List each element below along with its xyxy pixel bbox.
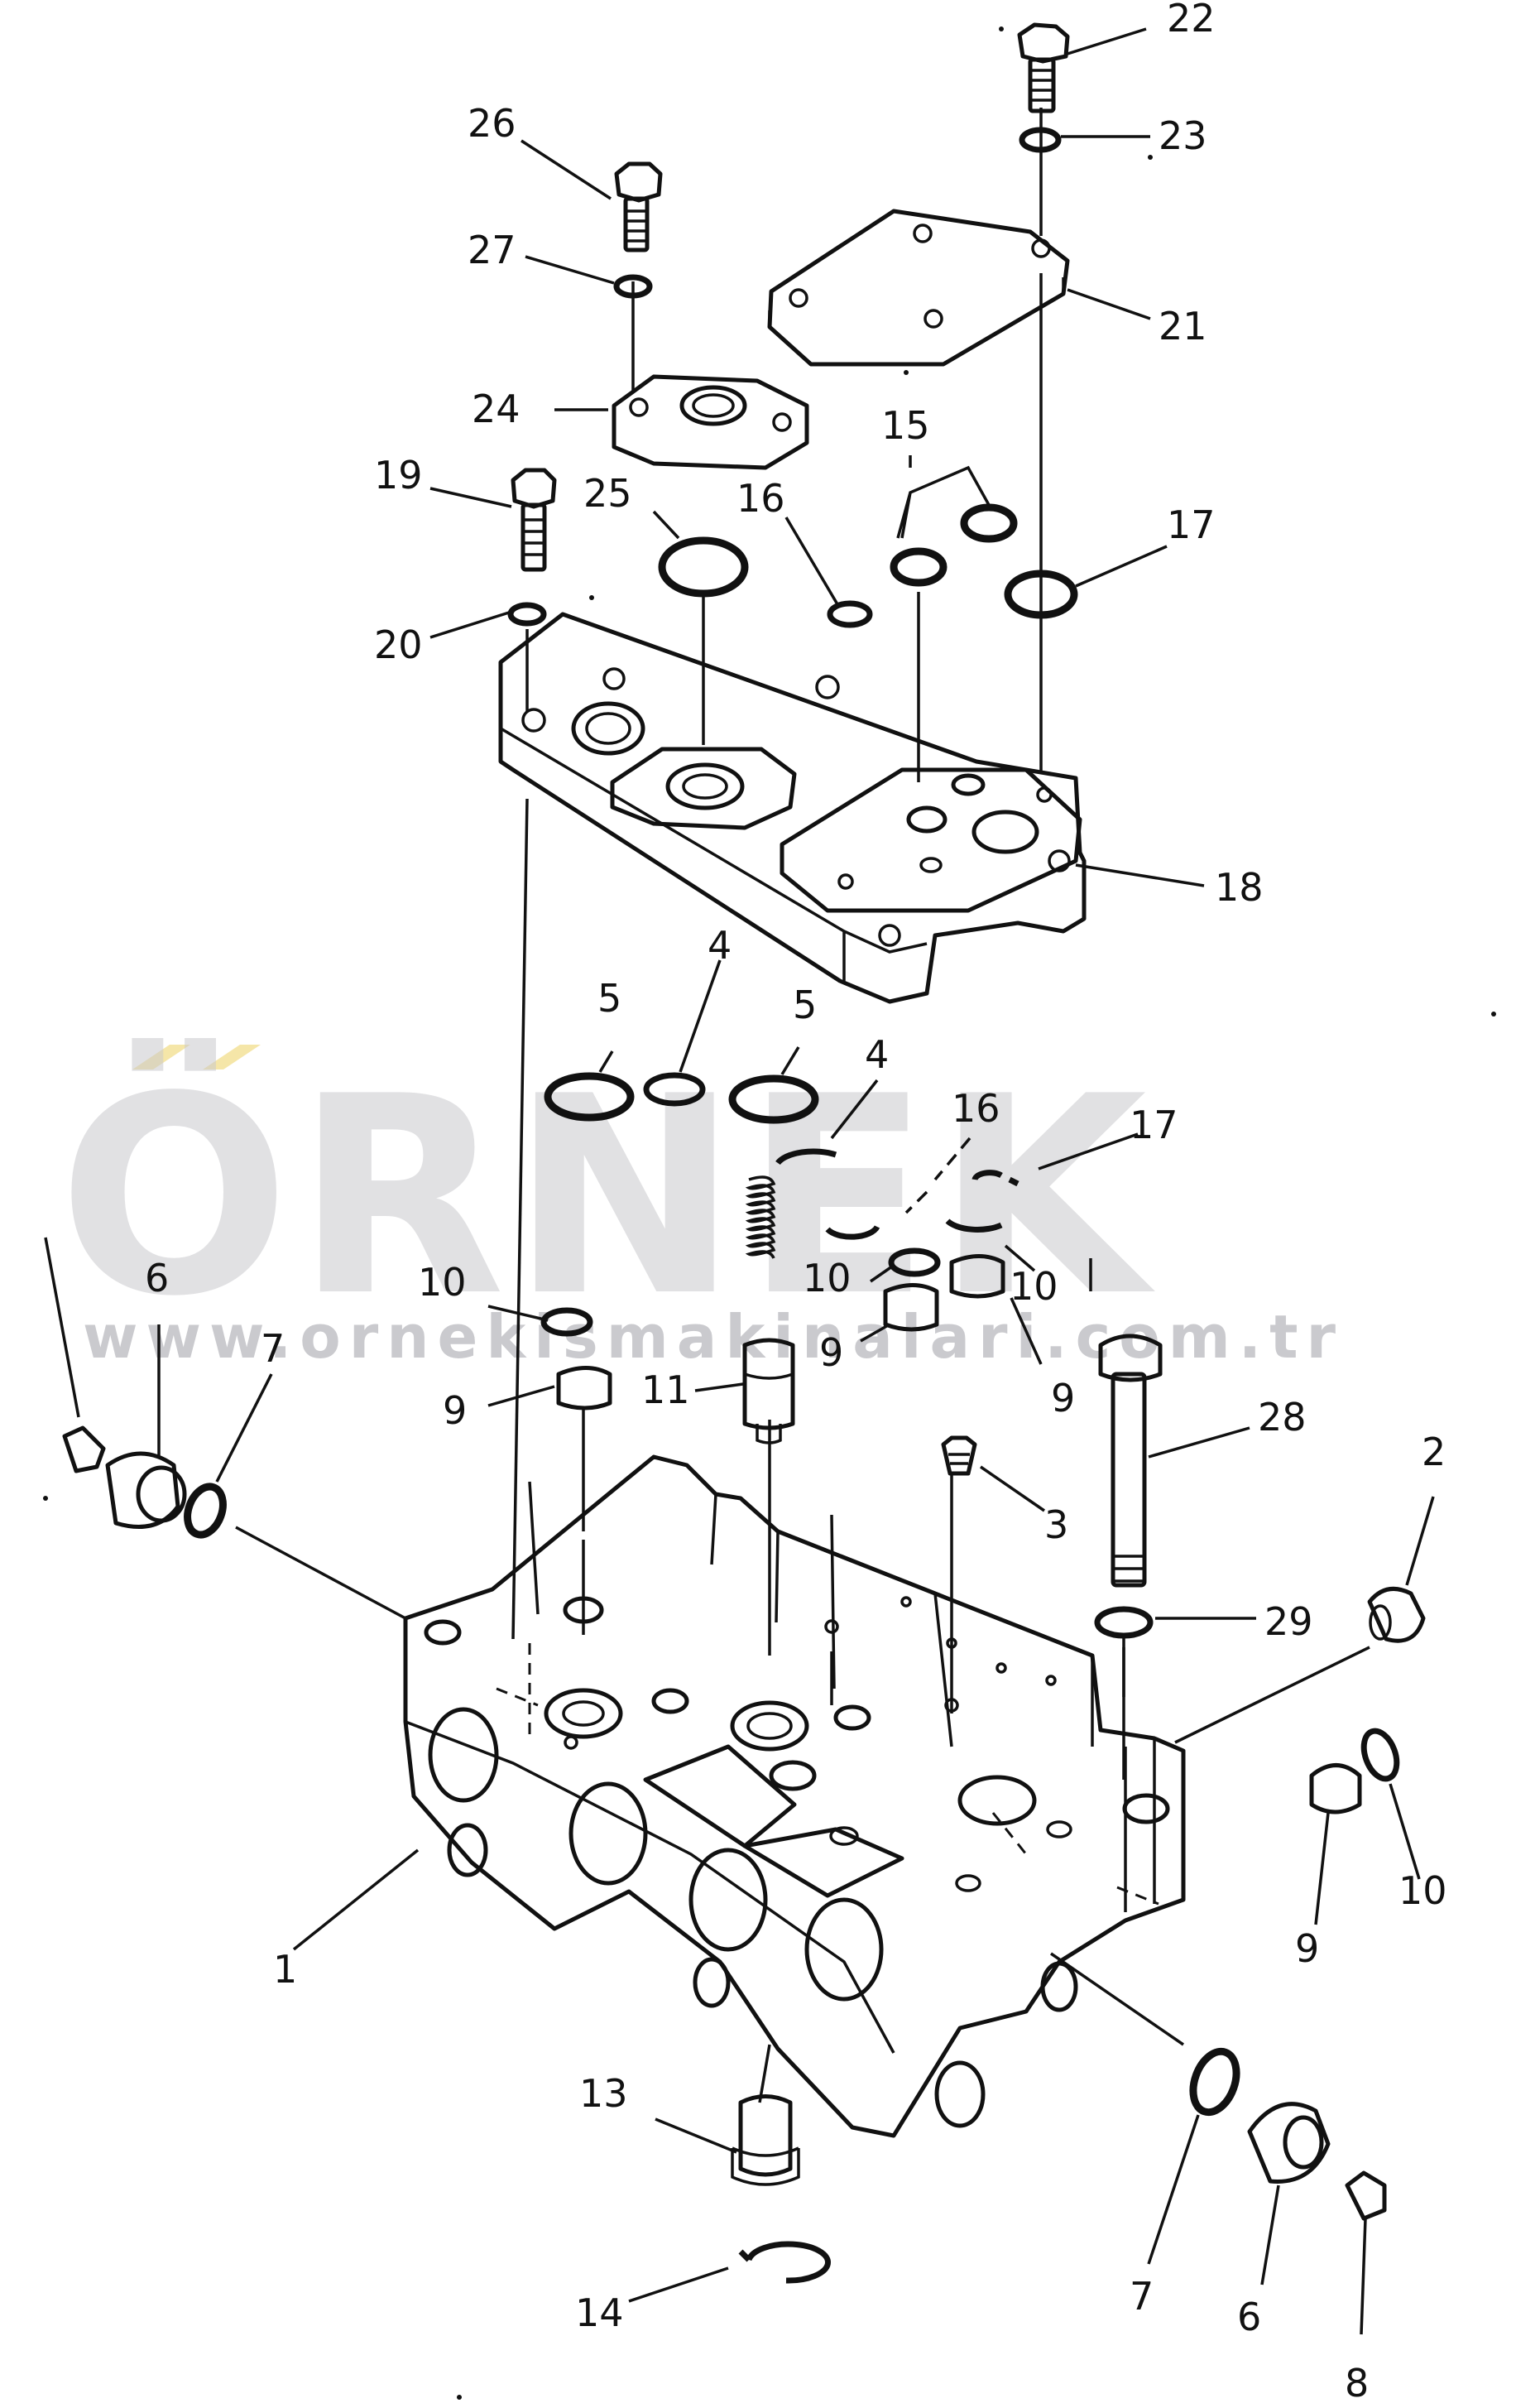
part-18-upper-housing — [498, 612, 1087, 1004]
part-26-bolt — [614, 161, 663, 252]
watermark-accent-right — [203, 1045, 261, 1069]
part-24-flange — [612, 374, 809, 470]
part-4-o-ring-a — [643, 1072, 706, 1107]
callout-10c: 10 — [1010, 1264, 1058, 1309]
part-22-bolt — [1017, 22, 1070, 113]
part-10-o-ring-right — [945, 1218, 1003, 1233]
callout-3: 3 — [1044, 1502, 1068, 1547]
callout-labels: 22 23 21 26 27 24 19 25 16 15 17 20 18 5… — [145, 0, 1447, 2406]
part-9-plug-b — [949, 1254, 1005, 1299]
callout-9b: 9 — [1051, 1376, 1075, 1420]
callout-28: 28 — [1258, 1395, 1307, 1440]
callout-22: 22 — [1167, 0, 1216, 41]
part-29-washer — [1094, 1606, 1154, 1639]
callout-17a: 17 — [1167, 502, 1216, 547]
part-3-set-screw — [941, 1435, 977, 1476]
part-6-plug-left — [105, 1451, 187, 1529]
callout-6b: 6 — [1237, 2295, 1261, 2339]
callout-25: 25 — [583, 471, 632, 516]
callout-7a: 7 — [261, 1326, 285, 1371]
part-16-o-ring-b — [825, 1225, 880, 1240]
callout-16a: 16 — [736, 476, 785, 521]
callout-21: 21 — [1159, 304, 1207, 348]
part-7-o-ring-right — [1189, 2047, 1240, 2117]
part-16-o-ring — [827, 600, 873, 628]
callout-29: 29 — [1264, 1599, 1313, 1644]
callout-5a: 5 — [597, 976, 621, 1021]
callout-leaders — [44, 27, 1435, 2335]
callout-9d: 9 — [1295, 1926, 1319, 1971]
part-20-washer — [507, 602, 547, 627]
callout-10a: 10 — [418, 1260, 467, 1305]
part-17-o-ring — [1004, 570, 1078, 619]
callout-10d: 10 — [1398, 1868, 1447, 1913]
part-9-plug-left — [556, 1366, 612, 1411]
callout-8: 8 — [1345, 2361, 1369, 2406]
part-13-valve — [731, 2094, 800, 2186]
callout-7b: 7 — [1130, 2274, 1154, 2319]
part-10-o-ring-left — [540, 1307, 593, 1337]
part-12-spring — [745, 1175, 776, 1259]
callout-20: 20 — [374, 622, 423, 667]
callout-14: 14 — [575, 2290, 624, 2335]
part-5-o-ring-a — [544, 1072, 635, 1122]
part-17-o-ring-b — [971, 1170, 1019, 1187]
callout-26: 26 — [468, 101, 516, 146]
part-10-o-ring-side — [1360, 1728, 1400, 1782]
part-2-plug — [1367, 1586, 1426, 1643]
part-10-o-ring-mid — [888, 1247, 941, 1277]
part-15-o-ring-b — [960, 503, 1018, 543]
watermark-accent-left — [132, 1045, 190, 1069]
part-8-set-screw-right — [1345, 2170, 1387, 2221]
part-5-o-ring-b — [728, 1074, 819, 1124]
callout-10b: 10 — [803, 1256, 852, 1300]
part-8-set-screw-left — [62, 1425, 106, 1473]
part-21-cover-plate — [767, 209, 1070, 367]
callout-23: 23 — [1159, 113, 1207, 158]
callout-11: 11 — [641, 1367, 690, 1412]
part-14-snap-ring — [738, 2241, 832, 2284]
callout-4b: 4 — [865, 1032, 889, 1077]
part-9-plug-right — [1309, 1763, 1362, 1814]
part-27-washer — [613, 274, 653, 299]
callout-27: 27 — [468, 228, 516, 272]
callout-16b: 16 — [952, 1086, 1000, 1131]
callout-1: 1 — [273, 1947, 297, 1992]
callout-6a: 6 — [145, 1256, 169, 1300]
callout-4a: 4 — [708, 923, 732, 968]
part-7-o-ring-left — [184, 1483, 227, 1539]
callout-9a: 9 — [819, 1330, 843, 1375]
watermark-brand: ÖRNEK — [58, 1036, 1157, 1356]
part-23-washer — [1019, 127, 1062, 153]
part-1-main-body — [403, 1454, 1186, 2138]
part-11-valve — [742, 1338, 795, 1444]
stray-dots — [43, 26, 1496, 2400]
part-15-o-ring-a — [890, 547, 948, 587]
callout-19: 19 — [374, 453, 423, 497]
part-9-plug-a — [883, 1283, 939, 1332]
part-6-plug-right — [1247, 2102, 1331, 2184]
part-25-o-ring — [658, 536, 749, 598]
part-4-o-ring-b — [775, 1148, 837, 1166]
callout-18: 18 — [1215, 865, 1264, 910]
part-19-bolt — [511, 468, 557, 572]
callout-24: 24 — [472, 387, 521, 431]
callout-15: 15 — [881, 403, 930, 448]
callout-17b: 17 — [1130, 1103, 1178, 1147]
callout-5b: 5 — [793, 983, 817, 1027]
callout-13: 13 — [579, 2071, 628, 2116]
callout-2: 2 — [1422, 1430, 1446, 1474]
callout-9c: 9 — [443, 1388, 467, 1433]
watermark: ÖRNEK www.ornekismakinalari.com.tr — [58, 1036, 1336, 1372]
part-28-long-bolt — [1098, 1334, 1163, 1588]
